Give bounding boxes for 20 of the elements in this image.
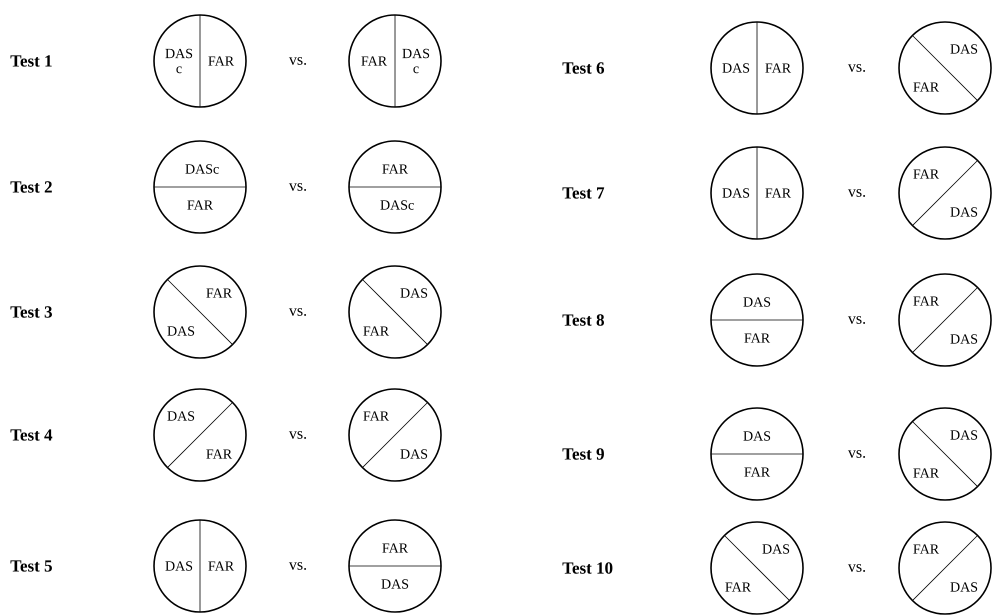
test-label: Test 10 <box>562 562 612 574</box>
test-label: Test 7 <box>562 187 604 199</box>
vs-label: vs. <box>848 316 866 324</box>
test-label: Test 9 <box>562 448 604 460</box>
vs-label: vs. <box>288 183 306 191</box>
vs-label: vs. <box>848 564 866 572</box>
vs-label: vs. <box>848 64 866 72</box>
test-label: Test 2 <box>10 181 52 193</box>
vs-label: vs. <box>288 308 306 316</box>
test-label: Test 6 <box>562 62 604 74</box>
test-label: Test 4 <box>10 429 52 441</box>
vs-label: vs. <box>848 450 866 458</box>
test-label: Test 1 <box>10 55 52 67</box>
test-label: Test 8 <box>562 314 604 326</box>
test-label: Test 3 <box>10 306 52 318</box>
vs-label: vs. <box>288 431 306 439</box>
vs-label: vs. <box>288 562 306 570</box>
vs-label: vs. <box>848 189 866 197</box>
test-label: Test 5 <box>10 560 52 572</box>
vs-label: vs. <box>288 57 306 65</box>
